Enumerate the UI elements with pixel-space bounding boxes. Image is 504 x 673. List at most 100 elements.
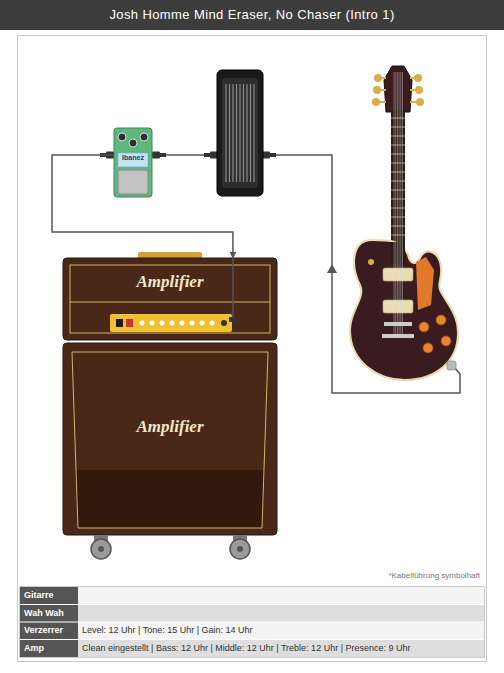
amp-head-part — [232, 258, 234, 318]
wah-ridges-part — [232, 84, 233, 182]
settings-table-part — [20, 639, 484, 640]
frets-part — [391, 136, 405, 137]
strings-part — [399, 72, 400, 336]
wah-ridges-part — [239, 84, 240, 182]
tuners-part — [379, 101, 386, 103]
control-knobs-part — [436, 315, 446, 325]
control-knobs-part — [441, 336, 451, 346]
amp-knobs-part — [150, 321, 155, 326]
settings-table-part — [20, 622, 484, 623]
guitar-part — [447, 361, 456, 370]
settings-table-part — [20, 587, 484, 657]
setting-cell: Clean eingestellt | Bass: 12 Uhr | Middl… — [78, 640, 484, 658]
distortion-pedal-part — [114, 128, 152, 197]
tuners — [372, 74, 424, 106]
frets-part — [391, 199, 405, 200]
settings-table — [20, 587, 484, 657]
wah-ridges-part — [246, 84, 247, 182]
amp-head-part — [229, 317, 237, 322]
control-knobs — [419, 315, 451, 353]
amp-knobs-part — [200, 321, 205, 326]
settings-table-part — [78, 587, 484, 605]
wah-ridges-part — [225, 84, 226, 182]
amp-knobs-part — [170, 321, 175, 326]
amp-head — [63, 252, 277, 340]
amp-head-part — [110, 314, 232, 332]
frets-part — [391, 208, 405, 209]
wah-ridges-part — [229, 84, 230, 182]
speaker-cabinet-part — [237, 546, 243, 552]
wah-ridges-part — [250, 84, 251, 182]
cabinet-logo: Amplifier — [63, 417, 277, 437]
row-header: Gitarre — [20, 587, 78, 605]
speaker-cabinet-part — [230, 539, 250, 559]
guitar-part — [416, 257, 434, 310]
wah-pedal-part — [222, 78, 258, 188]
amp-knobs-part — [210, 321, 215, 326]
distortion-pedal-part — [140, 133, 148, 141]
frets-part — [391, 217, 405, 218]
cable-plugs-part — [270, 153, 276, 157]
amp-knobs — [140, 321, 215, 326]
speaker-cabinet: Amplifier — [63, 343, 277, 535]
tuners-part — [372, 98, 380, 106]
amp-head-part — [70, 302, 270, 303]
strings-part — [400, 72, 401, 336]
tuners-part — [373, 86, 381, 94]
cable-plugs-part — [152, 152, 160, 159]
guitar-part — [383, 268, 413, 281]
guitar — [350, 66, 458, 380]
row-header: Amp — [20, 640, 78, 658]
tuners-part — [410, 101, 417, 103]
distortion-pedal-part — [129, 139, 137, 147]
settings-table-part — [78, 622, 484, 640]
frets-part — [391, 118, 405, 119]
distortion-pedal: Ibanez — [114, 128, 152, 197]
speaker-cabinet-part — [63, 343, 277, 535]
amp-knobs-part — [160, 321, 165, 326]
amp-knobs-part — [140, 321, 145, 326]
guitar-part — [368, 259, 374, 265]
wah-ridges — [226, 84, 254, 182]
speaker-cabinet-part — [75, 470, 265, 528]
amp-head-part — [63, 258, 277, 340]
tuners-part — [416, 98, 424, 106]
frets-part — [391, 127, 405, 128]
tuners-part — [410, 77, 415, 79]
amp-knobs-part — [180, 321, 185, 326]
speaker-cabinet-part — [98, 546, 104, 552]
amp-head-part — [221, 320, 227, 326]
tuners-part — [374, 74, 382, 82]
wah-ridges-part — [243, 84, 244, 182]
amp-head-part — [126, 319, 133, 327]
settings-table-part — [78, 640, 484, 658]
title: Josh Homme Mind Eraser, No Chaser (Intro… — [0, 0, 504, 30]
frets-part — [391, 226, 405, 227]
frets-part — [391, 181, 405, 182]
connectors — [52, 155, 233, 258]
control-knobs-part — [419, 322, 429, 332]
frets-part — [391, 235, 405, 236]
amp-head: Amplifier — [63, 258, 277, 340]
tuners-part — [380, 89, 386, 91]
strings — [394, 72, 403, 336]
frets-part — [391, 145, 405, 146]
footnote: *Kabelführung symbolhaft — [300, 570, 484, 582]
guitar-cable-part — [263, 155, 460, 393]
strings-part — [394, 72, 395, 336]
distortion-pedal-part — [118, 133, 126, 141]
speaker-cabinet-part — [72, 352, 268, 528]
row-header: Verzerrer — [20, 622, 78, 640]
frets-part — [391, 163, 405, 164]
speaker-cabinet-part — [91, 539, 111, 559]
settings-table-part — [20, 604, 484, 605]
control-knobs-part — [423, 343, 433, 353]
guitar-part — [391, 242, 405, 264]
strings-part — [397, 72, 398, 336]
wah-ridges-part — [236, 84, 237, 182]
wah-pedal — [217, 70, 263, 196]
settings-table-part — [78, 605, 484, 623]
cable — [52, 155, 233, 258]
